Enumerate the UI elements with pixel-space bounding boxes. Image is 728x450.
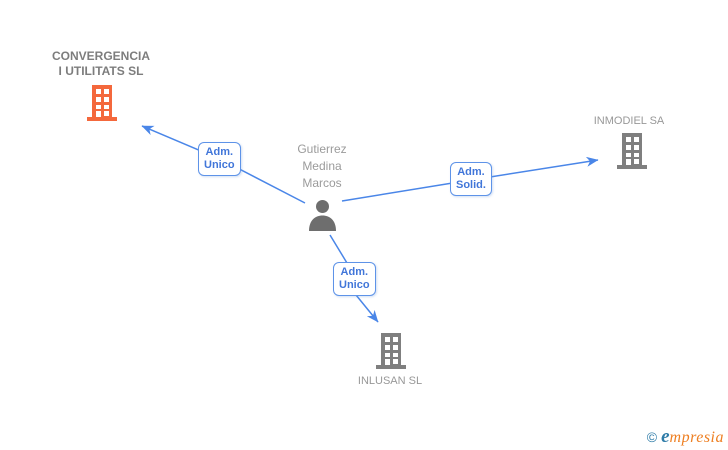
company-name-line: INMODIEL SA (593, 115, 665, 127)
person-label: Gutierrez Medina Marcos (252, 141, 392, 192)
company-name-line: I UTILITATS SL (58, 64, 144, 78)
copyright-icon: © (646, 429, 658, 445)
person-name-line: Medina (302, 159, 342, 173)
edge-label-line: Adm. (457, 166, 485, 178)
brand-rest: mpresia (669, 429, 724, 446)
person-name-line: Marcos (302, 176, 342, 190)
edge-label-line: Unico (204, 159, 235, 171)
edge-label-line: Adm. (340, 266, 369, 278)
person-name-line: Gutierrez (297, 142, 347, 156)
node-inmodiel[interactable] (615, 133, 649, 169)
edge-label-line: Solid. (456, 179, 486, 191)
company-name-line: INLUSAN SL (357, 375, 423, 387)
edge-label-line: Adm. (205, 146, 234, 158)
company-label-inlusan: INLUSAN SL (320, 374, 460, 388)
building-icon (376, 333, 406, 369)
edge-label-adm-unico-convergencia: Adm. Unico (198, 142, 241, 176)
brand-wordmark: empresia (661, 426, 724, 448)
brand-initial: e (661, 426, 670, 447)
empresia-logo[interactable]: © empresia (647, 426, 724, 448)
company-label-inmodiel: INMODIEL SA (559, 114, 699, 128)
company-label-convergencia: CONVERGENCIA I UTILITATS SL (20, 49, 182, 79)
node-person[interactable] (306, 199, 339, 231)
edge-label-line: Unico (339, 279, 370, 291)
company-name-line: CONVERGENCIA (51, 49, 150, 63)
node-convergencia[interactable] (85, 85, 119, 121)
edge-label-adm-solid-inmodiel: Adm. Solid. (450, 162, 492, 196)
person-icon (309, 200, 336, 231)
building-icon (87, 85, 117, 121)
edge-label-adm-unico-inlusan: Adm. Unico (333, 262, 376, 296)
building-icon (617, 133, 647, 169)
node-inlusan[interactable] (374, 333, 408, 369)
